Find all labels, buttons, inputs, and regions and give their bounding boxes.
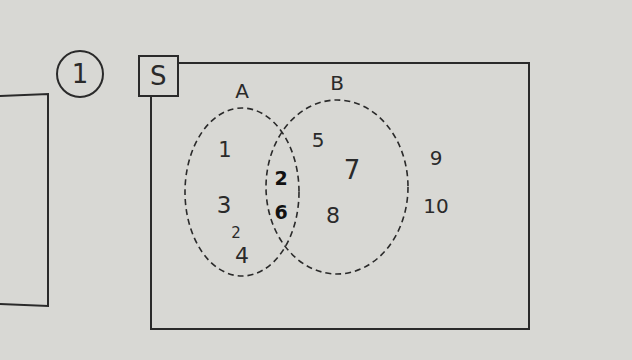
element-number: 2 [274,169,287,188]
element-number: 2 [231,226,241,241]
set-name: S [138,55,179,97]
universal-set: SAB [150,62,530,330]
dashed-ellipse [266,100,408,274]
element-number: 10 [423,196,448,216]
element-number: 3 [217,194,232,217]
partial-frame [0,94,48,306]
element-number: 6 [274,203,287,222]
element-number: 1 [218,140,231,161]
element-number: 7 [344,157,361,183]
number-circle [57,51,103,97]
element-number: 4 [235,245,249,267]
element-number: 9 [430,148,443,168]
set-name: A [235,81,249,101]
set-name: B [330,73,344,93]
element-number: 5 [312,130,325,150]
problem-number: 1 [72,61,89,87]
element-number: 8 [326,205,340,227]
